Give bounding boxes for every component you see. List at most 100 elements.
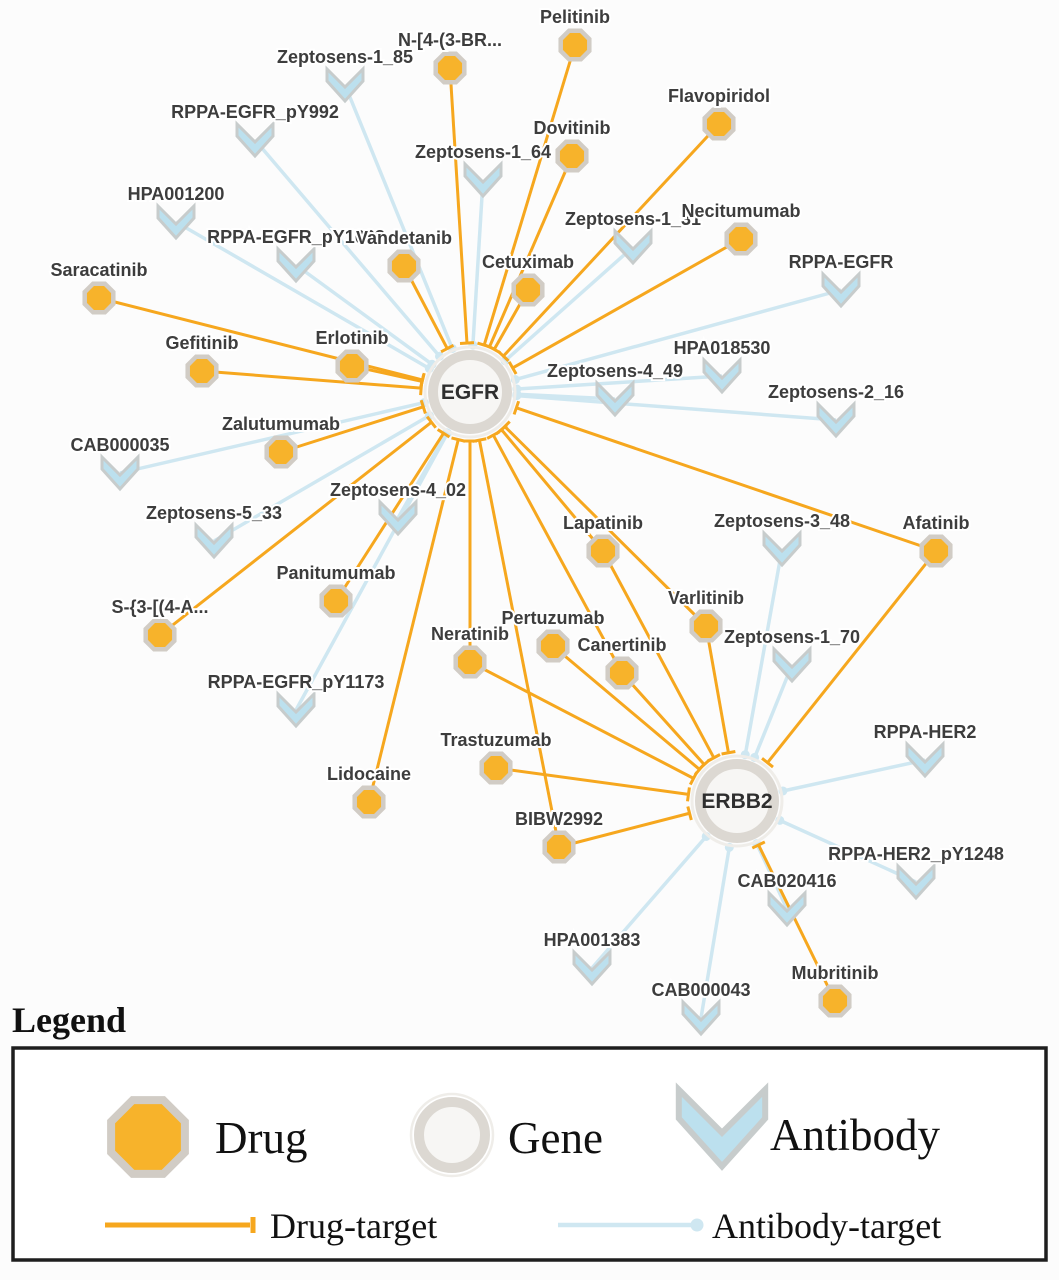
- antibody-label-cab020416: CAB020416: [737, 871, 836, 891]
- antibody-icon: [675, 1082, 769, 1171]
- antibody-target-edge-cab000043-erbb2: [699, 847, 732, 1019]
- antibody-target-edge-hpa018530-egfr: [516, 374, 723, 391]
- drug-label-necitumumab: Necitumumab: [681, 201, 800, 221]
- antibody-target-edge-zeptosens-1-31-egfr: [503, 245, 635, 363]
- drug-label-dovitinib: Dovitinib: [534, 118, 611, 138]
- drug-edge-arrow-tee: [459, 341, 475, 346]
- antibody-label-rppa-egfr: RPPA-EGFR: [789, 252, 894, 272]
- antibody-target-edge-rppa-egfr-egfr: [514, 288, 842, 382]
- antibody-target-edge-rppa-her2-erbb2: [782, 758, 926, 793]
- antibody-label-hpa018530: HPA018530: [674, 338, 771, 358]
- drug-target-edge-bibw2992-egfr: [477, 439, 561, 848]
- antibody-node-rppa-egfr-py1173: [276, 690, 316, 729]
- antibody-label-zeptosens-5-33: Zeptosens-5_33: [146, 503, 282, 523]
- drug-label-saracatinib: Saracatinib: [50, 260, 147, 280]
- antibody-target-edge-zeptosens-1-64-egfr: [471, 179, 485, 346]
- gene-icon-outer-ring: [409, 1092, 495, 1178]
- drug-label-zalutumumab: Zalutumumab: [222, 414, 340, 434]
- drug-edge-arrow-tee: [419, 374, 426, 389]
- drug-target-edge-afatinib-erbb2: [766, 550, 938, 764]
- drug-target-edge-pertuzumab-erbb2: [552, 644, 701, 771]
- drug-target-edge-trastuzumab-erbb2: [495, 766, 689, 796]
- drug-target-edge-canertinib-erbb2: [620, 671, 706, 766]
- drug-edge-arrow-tee: [512, 400, 521, 415]
- antibody-node-hpa018530: [702, 356, 742, 395]
- antibody-label-zeptosens-1-64: Zeptosens-1_64: [415, 142, 551, 162]
- drug-target-edge-lapatinib-erbb2: [601, 550, 716, 759]
- drug-node-mubritinib: [818, 984, 852, 1018]
- drug-target-edge-s-3-4-a-egfr: [159, 421, 433, 637]
- antibody-node-zeptosens-1-70: [772, 645, 812, 684]
- antibody-target-edge-zeptosens-1-70-erbb2: [752, 664, 794, 759]
- drug-target-edge-mubritinib-erbb2: [757, 844, 837, 1002]
- drug-label-erlotinib: Erlotinib: [316, 328, 389, 348]
- drug-target-edge-afatinib-egfr: [515, 406, 937, 553]
- antibody-label-zeptosens-1-31: Zeptosens-1_31: [565, 209, 701, 229]
- antibody-node-zeptosens-2-16: [816, 400, 856, 439]
- drug-target-edge-varlitinib-egfr: [503, 425, 708, 628]
- legend-drug-edge-label: Drug-target: [270, 1206, 437, 1246]
- drug-label-s-3-4-a: S-{3-[(4-A...: [111, 597, 208, 617]
- antibody-node-hpa001383: [572, 948, 612, 987]
- gene-label-egfr: EGFR: [441, 381, 499, 404]
- drug-edge-arrow-tee: [425, 415, 437, 429]
- drug-edge-arrow-tee: [486, 430, 501, 440]
- drug-node-neratinib: [453, 645, 487, 679]
- drug-label-canertinib: Canertinib: [577, 635, 666, 655]
- drug-edge-arrow-tee: [419, 399, 427, 414]
- labels-layer: Zeptosens-1_85RPPA-EGFR_pY992Zeptosens-1…: [48, 5, 1005, 1002]
- drug-edge-arrow-tee: [698, 758, 711, 771]
- drug-edges-layer: [98, 44, 938, 1002]
- drug-label-trastuzumab: Trastuzumab: [440, 730, 551, 750]
- antibody-node-zeptosens-4-49: [595, 379, 635, 418]
- drug-node-cetuximab: [511, 273, 545, 307]
- antibody-node-rppa-her2: [905, 740, 945, 779]
- antibody-label-rppa-her2-py1248: RPPA-HER2_pY1248: [828, 844, 1004, 864]
- drug-edge-arrow-tee: [487, 344, 502, 355]
- drug-node-saracatinib: [82, 281, 116, 315]
- nodes-layer: [82, 28, 953, 1037]
- drug-node-bibw2992: [542, 830, 576, 864]
- antibody-target-edge-zeptosens-2-16-egfr: [516, 393, 837, 422]
- antibody-label-rppa-egfr-py992: RPPA-EGFR_pY992: [171, 102, 339, 122]
- antibody-node-rppa-her2-py1248: [896, 862, 936, 901]
- antibody-label-zeptosens-4-49: Zeptosens-4_49: [547, 361, 683, 381]
- drug-target-edge-varlitinib-erbb2: [704, 625, 730, 754]
- drug-edge-arrow-tee: [751, 840, 766, 850]
- antibody-label-zeptosens-4-02: Zeptosens-4_02: [330, 480, 466, 500]
- drug-node-pertuzumab: [536, 629, 570, 663]
- drug-edge-arrow-tee: [498, 420, 511, 433]
- drug-target-edge-saracatinib-egfr: [98, 296, 423, 382]
- antibody-target-edge-zeptosens-3-48-erbb2: [743, 548, 784, 756]
- antibody-node-rppa-egfr: [821, 270, 861, 309]
- drug-edge-arrow-tee: [721, 750, 736, 756]
- antibody-label-rppa-egfr-py1173: RPPA-EGFR_pY1173: [208, 672, 385, 692]
- antibody-label-zeptosens-3-48: Zeptosens-3_48: [714, 511, 850, 531]
- drug-node-pelitinib: [558, 28, 592, 62]
- antibody-label-cab000035: CAB000035: [70, 435, 169, 455]
- drug-label-gefitinib: Gefitinib: [166, 333, 239, 353]
- legend: Legend Drug Gene Antibody Drug-target An…: [11, 1000, 1048, 1262]
- antibody-label-zeptosens-1-70: Zeptosens-1_70: [724, 627, 860, 647]
- antibody-target-edge-zeptosens-1-85-egfr: [343, 84, 454, 350]
- drug-node-zalutumumab: [264, 435, 298, 469]
- drug-edge-arrow-tee: [451, 436, 466, 443]
- antibody-target-edge-rppa-egfr-py1068-egfr: [294, 263, 434, 366]
- drug-label-afatinib: Afatinib: [903, 513, 970, 533]
- drug-label-varlitinib: Varlitinib: [668, 588, 744, 608]
- drug-node-n-4-3-br: [433, 51, 467, 85]
- drug-edge-arrow-tee: [706, 753, 721, 763]
- drug-node-afatinib: [919, 534, 953, 568]
- drug-label-pelitinib: Pelitinib: [540, 7, 610, 27]
- drug-node-lapatinib: [586, 534, 620, 568]
- legend-title: Legend: [12, 1000, 126, 1040]
- drug-target-edge-bibw2992-erbb2: [558, 811, 690, 849]
- drug-edge-arrow-tee: [507, 361, 518, 375]
- antibody-label-cab000043: CAB000043: [651, 980, 750, 1000]
- drug-target-edge-dovitinib-egfr: [488, 155, 574, 348]
- drug-label-mubritinib: Mubritinib: [792, 963, 879, 983]
- antibody-node-hpa001200: [156, 202, 196, 241]
- drug-label-vandetanib: Vandetanib: [356, 228, 452, 248]
